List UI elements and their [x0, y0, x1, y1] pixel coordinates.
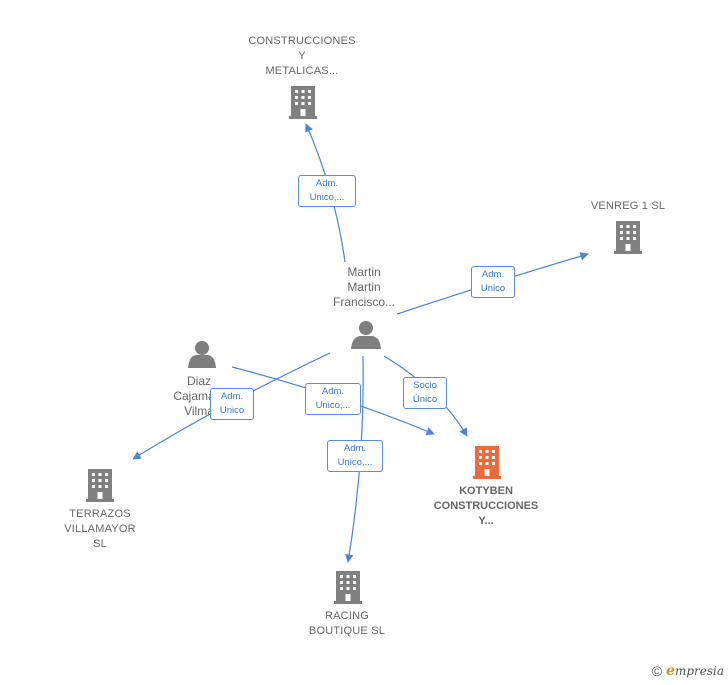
edge-label-diaz-kotyben[interactable]: Adm. Unico,... [305, 383, 361, 415]
node-label-kotyben[interactable]: KOTYBEN CONSTRUCCIONES Y... [433, 485, 539, 527]
building-icon[interactable] [86, 469, 114, 502]
building-icon[interactable] [334, 571, 362, 604]
node-label-racing[interactable]: RACING BOUTIQUE SL [308, 610, 386, 637]
node-label-terrazos[interactable]: TERRAZOS VILLAMAYOR SL [64, 508, 136, 550]
node-label-venreg[interactable]: VENREG 1 SL [590, 200, 666, 212]
brand-logo[interactable]: empresia [666, 663, 724, 679]
edge-label-diaz-terrazos[interactable]: Adm. Unico [210, 388, 254, 420]
building-icon[interactable] [614, 221, 642, 254]
copyright-icon: © [651, 663, 663, 679]
footer-brand: © empresia [652, 663, 724, 679]
person-icon[interactable] [188, 341, 216, 368]
person-icon[interactable] [351, 321, 381, 349]
node-label-martin[interactable]: Martin Martin Francisco... [332, 265, 395, 309]
main-building-icon[interactable] [473, 446, 501, 479]
building-icon[interactable] [289, 86, 317, 119]
edge-label-martin-venreg[interactable]: Adm. Unico [471, 266, 515, 298]
edge-label-martin-racing[interactable]: Adm. Unico,... [327, 440, 383, 472]
edge-label-martin-kotyben[interactable]: Socio Único [403, 377, 447, 409]
node-label-construcciones[interactable]: CONSTRUCCIONES Y METALICAS... [248, 35, 356, 77]
edge-label-martin-construcciones[interactable]: Adm. Unico,... [298, 175, 356, 207]
